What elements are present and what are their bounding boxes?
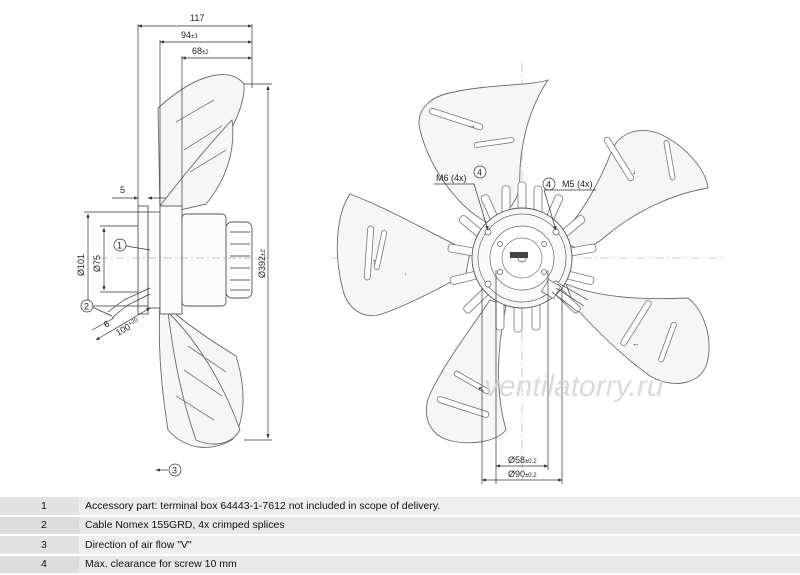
- thread-callouts: M6 (4x) M5 (4x): [434, 173, 596, 231]
- label-m6: M6 (4x): [436, 173, 467, 183]
- svg-text:4: 4: [546, 180, 551, 190]
- dim-100: 100+20: [114, 316, 141, 338]
- dim-392: Ø392±2: [257, 249, 267, 278]
- dim-75: Ø75: [92, 255, 102, 272]
- legend-number: 3: [0, 535, 79, 556]
- svg-text:↓: ↓: [632, 167, 636, 176]
- svg-text:1: 1: [117, 241, 122, 251]
- blade-bottom: [425, 299, 507, 444]
- dim-90: Ø90±0.2: [508, 469, 537, 479]
- dim-94: 94±3: [181, 30, 198, 40]
- svg-text:2: 2: [84, 302, 89, 312]
- legend-text: Cable Nomex 155GRD, 4x crimped splices: [79, 515, 800, 536]
- marker-2: 2: [80, 299, 113, 317]
- marker-4-right: 4: [542, 177, 556, 191]
- label-m5: M5 (4x): [562, 179, 593, 189]
- front-dimensions: Ø58±0.2 Ø90±0.2: [481, 270, 563, 484]
- svg-text:↖: ↖: [478, 385, 485, 394]
- hub-ribs: [447, 181, 597, 333]
- legend-text: Max. clearance for screw 10 mm: [79, 554, 800, 575]
- blade-right-top: [559, 130, 709, 249]
- blade-left: [336, 193, 471, 316]
- legend-number: 1: [0, 497, 79, 517]
- technical-drawing: 117 94±3 68±2 5 Ø101 Ø75 Ø392±2: [76, 13, 726, 484]
- legend-text: Direction of air flow "V": [79, 535, 800, 556]
- hub: [471, 207, 589, 313]
- svg-text:4: 4: [477, 168, 482, 178]
- dim-68: 68±2: [192, 46, 209, 56]
- dim-6: 6: [102, 319, 111, 330]
- svg-text:↑: ↑: [404, 272, 407, 278]
- marker-1: 1: [113, 238, 151, 252]
- legend-number: 2: [0, 515, 79, 536]
- marker-4-left: 4: [473, 165, 487, 179]
- blade-right-bottom: [565, 283, 710, 384]
- legend-number: 4: [0, 554, 79, 575]
- legend-text: Accessory part: terminal box 64443-1-761…: [79, 497, 800, 517]
- svg-text:→: →: [468, 121, 476, 130]
- svg-text:↑: ↑: [372, 257, 376, 266]
- side-view-motor: [107, 205, 253, 319]
- watermark: ventilatorry.ru: [484, 370, 664, 403]
- svg-text:←: ←: [632, 339, 640, 348]
- dim-117: 117: [190, 13, 204, 23]
- front-view: ↑ ↑ → ↓ ← ↖: [330, 62, 726, 484]
- side-dimensions: 117 94±3 68±2 5 Ø101 Ø75 Ø392±2: [76, 13, 272, 441]
- side-view: 117 94±3 68±2 5 Ø101 Ø75 Ø392±2: [76, 13, 272, 477]
- side-view-blades: [157, 74, 245, 448]
- dim-5: 5: [120, 185, 125, 195]
- marker-3: 3: [155, 463, 182, 477]
- dim-58: Ø58±0.2: [508, 455, 537, 465]
- dim-101: Ø101: [76, 254, 86, 276]
- svg-text:3: 3: [172, 466, 177, 476]
- blade-slots: ↑ ↑ → ↓ ← ↖: [363, 107, 677, 418]
